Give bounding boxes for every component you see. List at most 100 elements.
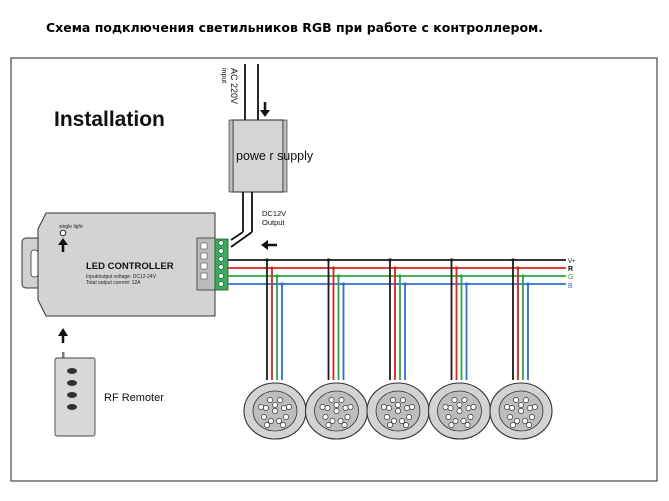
lamp-led (319, 404, 326, 410)
lamp-led (445, 414, 452, 420)
signal-light-label: single light (59, 224, 83, 230)
junction-dot (388, 258, 392, 262)
bus-label-r: R (568, 266, 573, 273)
lamp-led (442, 404, 449, 410)
lamp-led (390, 397, 396, 403)
junction-dot (398, 274, 402, 278)
junction-dot (336, 274, 341, 278)
rf-remote-label: RF Remoter (104, 392, 164, 404)
power-supply-label: powe r supply (236, 149, 314, 163)
lamp-led (344, 414, 351, 420)
lamp-led (272, 408, 278, 414)
junction-dot (516, 266, 520, 270)
junction-dot (265, 258, 269, 262)
lamp-led (404, 405, 410, 411)
lamp-led (347, 404, 354, 410)
junction-dot (403, 282, 407, 286)
junction-dot (449, 258, 454, 262)
ac-input-sublabel: input (220, 68, 227, 83)
lamp-led (322, 414, 329, 420)
lamp-led (526, 422, 532, 428)
lamp-led (283, 414, 289, 420)
lamp-led (532, 404, 538, 410)
lamp-led (527, 405, 533, 411)
junction-dot (270, 266, 274, 270)
lamp-led (467, 414, 474, 420)
lamp-led (267, 397, 273, 403)
remote-buttons (67, 368, 77, 410)
lamp-led (276, 418, 282, 424)
power-supply-flange-left (228, 119, 234, 193)
lamp-led (387, 422, 393, 428)
lamp-led (451, 397, 458, 403)
lamp-led (281, 405, 287, 411)
lamp-led (507, 414, 513, 420)
lamp-led (403, 422, 409, 428)
lamp-led (277, 397, 283, 403)
lamp-led (391, 418, 397, 424)
lamp-led (400, 397, 406, 403)
lamp-led (342, 405, 349, 411)
junction-dot (459, 274, 464, 278)
junction-dot (326, 258, 331, 262)
lamp-led (261, 414, 267, 420)
lamp-led (268, 418, 274, 424)
dc-output-label: DC12V (262, 209, 286, 218)
lamp-led (456, 402, 463, 408)
lamp-led (333, 408, 340, 414)
lamp-led (523, 397, 529, 403)
dc-wire-2-bend (230, 231, 253, 248)
lamp-led (395, 402, 401, 408)
lamp-led (272, 402, 278, 408)
lamp-led (514, 418, 520, 424)
junction-dot (393, 266, 397, 270)
down-arrow-icon (260, 110, 270, 117)
dc-wire-1-bend (230, 231, 244, 241)
lamp-led (518, 402, 524, 408)
lamp-led (286, 404, 292, 410)
junction-dot (280, 282, 284, 286)
lamp-led (341, 422, 348, 428)
lamp-led (399, 418, 405, 424)
lamp-led (329, 418, 336, 424)
power-supply-flange-right (282, 119, 288, 193)
lamp-led (513, 397, 519, 403)
junction-dot (331, 266, 336, 270)
junction-dot (521, 274, 525, 278)
dc-output-sublabel: Output (262, 218, 285, 227)
controller-mount-slot (30, 249, 39, 278)
lamp-led (337, 418, 344, 424)
lamp-led (464, 422, 471, 428)
left-arrow-icon (261, 240, 268, 250)
lamp-led (328, 397, 335, 403)
remote-up-arrow-icon (58, 328, 68, 336)
lamp-led (258, 404, 264, 410)
lamp-led (264, 422, 270, 428)
junction-dot (526, 282, 530, 286)
lamp-led (518, 408, 524, 414)
lamp-led (465, 405, 472, 411)
bus-label-v: V+ (568, 259, 576, 265)
lamp-led (510, 422, 516, 428)
lamp-led (504, 404, 510, 410)
lamp-led (406, 414, 412, 420)
lamp-led (460, 418, 467, 424)
lamp-led (456, 408, 463, 414)
lamp-led (384, 414, 390, 420)
lamp-led (461, 397, 468, 403)
controller-body (37, 212, 216, 317)
terminal-screws (218, 240, 224, 287)
power-supply-box (232, 119, 284, 193)
lamp-led (522, 418, 528, 424)
lamp-led (280, 422, 286, 428)
junction-dot (511, 258, 515, 262)
lamp-led (338, 397, 345, 403)
lamp-led (470, 404, 477, 410)
lamp-led (325, 422, 332, 428)
controller-spec-2: Total output current: 12A (86, 280, 141, 286)
lamp-led (324, 405, 331, 411)
up-arrow-icon (58, 238, 68, 245)
controller-title: LED CONTROLLER (86, 261, 174, 272)
lamp-led (386, 405, 392, 411)
